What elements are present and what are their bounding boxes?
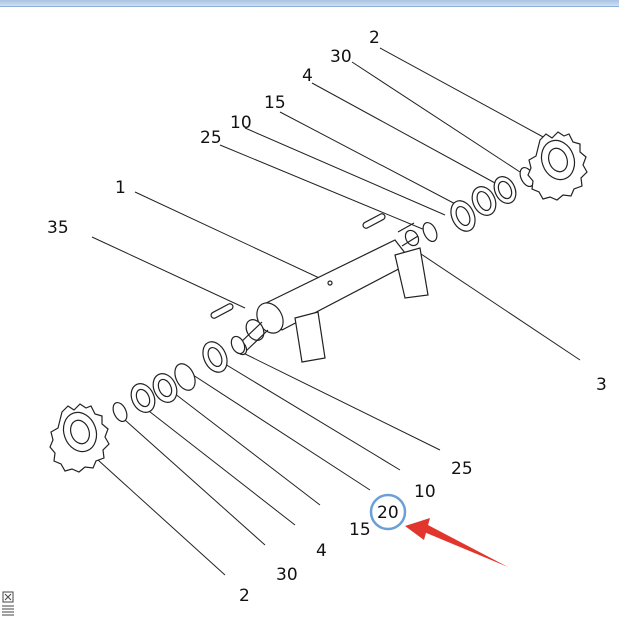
bottom-ring-stack [112, 335, 246, 423]
top-ring-stack [422, 166, 535, 243]
callout-top-25: 25 [200, 128, 222, 148]
callout-top-4: 4 [302, 66, 313, 86]
callout-pin-35: 35 [47, 218, 69, 238]
callout-bottom-15: 15 [349, 520, 371, 540]
bottom-sprocket [49, 403, 110, 473]
shaft-assembly [234, 222, 429, 363]
leader-lines [91, 47, 581, 576]
red-annotation-arrow [405, 518, 508, 567]
callout-bottom-2: 2 [239, 586, 250, 606]
callout-labels: 2 30 4 15 10 25 1 35 3 25 10 20 15 4 30 … [47, 28, 607, 606]
window-top-bar [0, 0, 619, 7]
callout-top-15: 15 [264, 93, 286, 113]
callout-right-3: 3 [596, 375, 607, 395]
callout-shaft-1: 1 [115, 178, 126, 198]
callout-top-30: 30 [330, 47, 352, 67]
callout-bottom-25: 25 [451, 459, 473, 479]
pins [210, 213, 386, 319]
callout-bottom-10: 10 [414, 482, 436, 502]
callout-top-2: 2 [369, 28, 380, 48]
callout-bottom-4: 4 [316, 541, 327, 561]
callout-highlight-20: 20 [377, 503, 399, 523]
callout-top-10: 10 [230, 113, 252, 133]
top-sprocket [527, 131, 588, 201]
window-resize-icon[interactable] [0, 590, 16, 620]
callout-bottom-30: 30 [276, 565, 298, 585]
highlight-circle [369, 493, 407, 531]
